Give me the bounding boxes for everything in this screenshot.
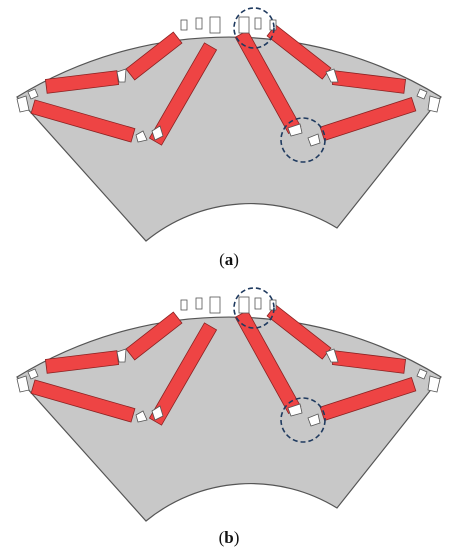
rotor-figure-a <box>16 7 442 242</box>
caption-b: (b) <box>219 528 240 547</box>
caption-a: (a) <box>219 250 239 269</box>
rotor-figure-b <box>16 287 442 522</box>
